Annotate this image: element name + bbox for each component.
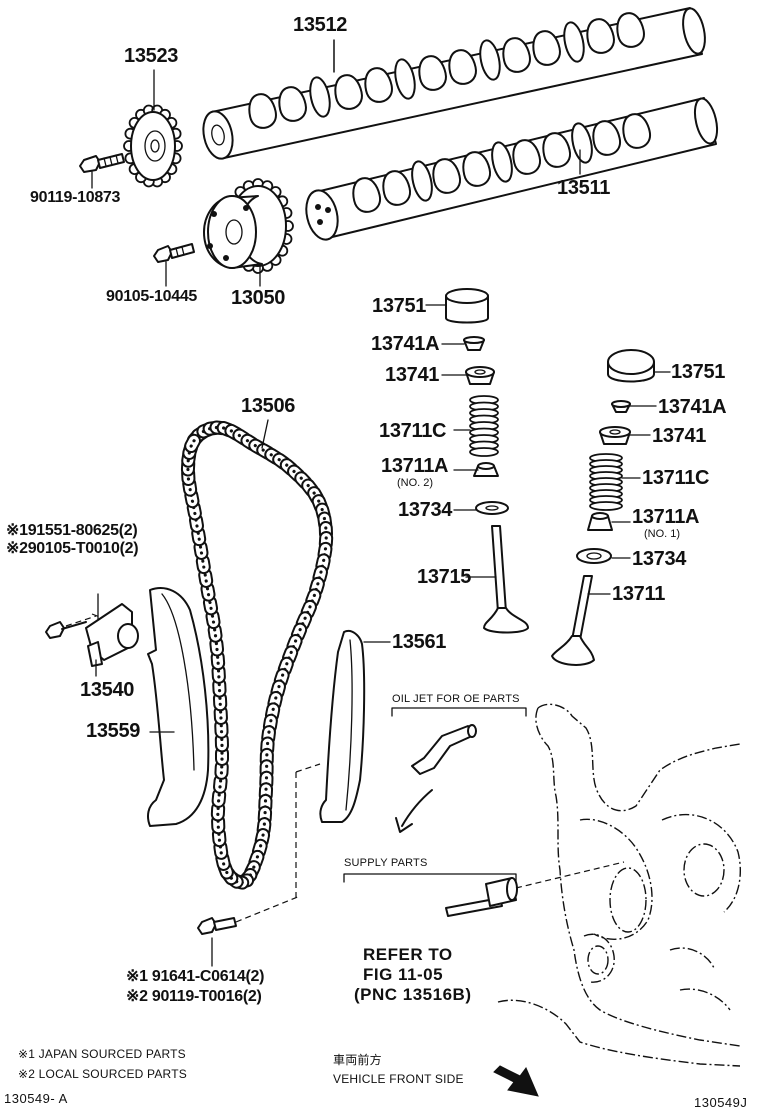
oil-jet <box>395 724 477 833</box>
part-number-13734-right: 13734 <box>632 548 687 570</box>
part-number-13741-right: 13741 <box>652 425 707 447</box>
refer-line-1: REFER TO <box>363 945 453 964</box>
part-number-91551-80625: ※191551-80625(2) <box>6 522 138 539</box>
part-number-13751-right: 13751 <box>671 361 726 383</box>
camshaft-13512 <box>202 7 706 160</box>
part-number-13506: 13506 <box>241 395 296 417</box>
part-number-90119-10873: 90119-10873 <box>30 189 121 206</box>
oil-jet-label: OIL JET FOR OE PARTS <box>392 693 520 705</box>
valve-stack-left <box>445 288 529 634</box>
illustration-code-left: 130549- A <box>4 1091 68 1106</box>
bolt-91641-c0614 <box>197 917 237 935</box>
chain-guide-13559 <box>147 587 210 827</box>
part-number-13711a-right: 13711A <box>632 506 700 528</box>
supply-parts-label: SUPPLY PARTS <box>344 857 428 869</box>
part-number-13715: 13715 <box>417 566 472 588</box>
part-number-13711c-right: 13711C <box>642 467 710 489</box>
legend-note-2: ※2 LOCAL SOURCED PARTS <box>18 1067 187 1081</box>
vehicle-front-arrow <box>493 1065 539 1097</box>
part-number-90119-t0016: ※2 90119-T0016(2) <box>126 988 262 1005</box>
part-number-13711: 13711 <box>612 583 666 605</box>
leader-lines <box>91 39 671 967</box>
bolt-90105-10445 <box>153 243 195 263</box>
refer-line-2: FIG 11-05 <box>363 965 444 984</box>
part-number-13751-left: 13751 <box>372 295 427 317</box>
part-number-13523: 13523 <box>124 45 179 67</box>
callout-brackets <box>343 707 527 883</box>
part-number-13734-left: 13734 <box>398 499 453 521</box>
vvt-gear-13050 <box>203 178 294 274</box>
legend-note-1: ※1 JAPAN SOURCED PARTS <box>18 1047 186 1061</box>
part-number-13711a-left: 13711A <box>381 455 449 477</box>
bolt-90119-10873 <box>79 153 125 173</box>
part-number-13561: 13561 <box>392 631 447 653</box>
part-number-13512: 13512 <box>293 14 348 36</box>
supply-part <box>445 877 518 917</box>
illustration-code-right: 130549J <box>694 1095 748 1110</box>
part-number-13540: 13540 <box>80 679 135 701</box>
part-number-13741a-left: 13741A <box>371 333 440 355</box>
camshaft-13511 <box>305 97 719 241</box>
sprocket-13523 <box>123 104 183 188</box>
part-note-no2: (NO. 2) <box>397 477 434 489</box>
chain-tensioner-13540 <box>45 603 139 667</box>
timing-chain-13506 <box>180 419 334 892</box>
assembly-lines <box>65 613 625 923</box>
chain-damper-13561 <box>319 630 366 823</box>
part-number-90105-t0010: ※290105-T0010(2) <box>6 540 139 557</box>
part-number-13050: 13050 <box>231 287 286 309</box>
engine-block-outline <box>497 703 741 1067</box>
part-number-13741a-right: 13741A <box>658 396 727 418</box>
part-number-90105-10445: 90105-10445 <box>106 288 198 305</box>
part-number-91641-c0614: ※1 91641-C0614(2) <box>126 968 265 985</box>
part-number-13511: 13511 <box>557 177 611 199</box>
vehicle-front-japanese: 車両前方 <box>333 1053 382 1067</box>
valve-stack-right <box>551 349 655 666</box>
part-number-13741-left: 13741 <box>385 364 440 386</box>
part-number-13711c-left: 13711C <box>379 420 447 442</box>
part-note-no1: (NO. 1) <box>644 528 681 540</box>
vehicle-front-english: VEHICLE FRONT SIDE <box>333 1072 464 1086</box>
part-number-13559: 13559 <box>86 720 141 742</box>
refer-line-3: (PNC 13516B) <box>354 985 472 1004</box>
